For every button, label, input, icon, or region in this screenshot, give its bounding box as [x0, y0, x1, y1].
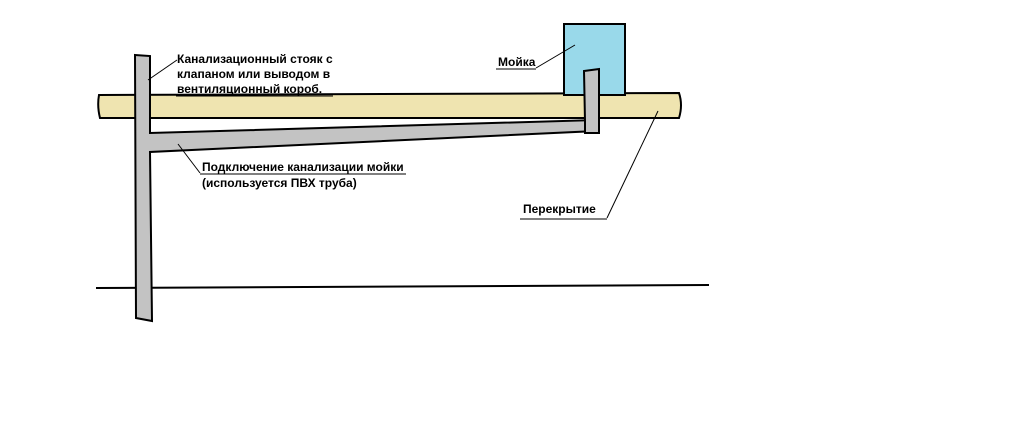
riser-label-line-1: Канализационный стояк с [177, 52, 333, 66]
connection-label-line-1: Подключение канализации мойки [202, 160, 404, 174]
slab-leader-line [606, 110, 659, 219]
riser-label-line-2: клапаном или выводом в [177, 67, 331, 81]
connection-leader-line [177, 143, 201, 174]
sink-leader-line [535, 44, 576, 69]
sink-drain-pipe [582, 67, 600, 134]
riser-leader-line [147, 59, 178, 81]
slab [97, 91, 682, 119]
riser-label-line-3: вентиляционный короб. [177, 82, 323, 96]
floor-line [95, 284, 710, 289]
slab-label: Перекрытие [523, 202, 596, 216]
connection-label-line-2: (используется ПВХ труба) [202, 176, 357, 190]
sink-label: Мойка [498, 55, 536, 69]
